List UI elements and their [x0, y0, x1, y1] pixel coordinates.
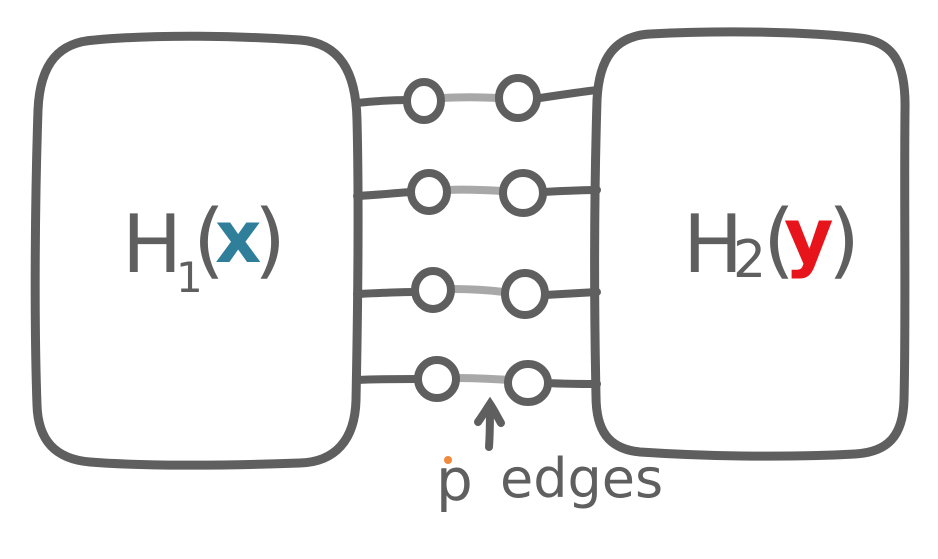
- up-arrow-icon: [474, 396, 505, 451]
- edge-1-left-wire: [353, 96, 412, 107]
- left-close-paren: ): [254, 193, 286, 288]
- variable-x: x: [215, 195, 261, 279]
- edge-4-right-node: [504, 360, 552, 406]
- edge-3-left-node: [411, 267, 455, 313]
- edge-2-right-node: [499, 169, 547, 217]
- edge-3-right-wire: [541, 288, 601, 299]
- edge-2-right-wire: [539, 186, 601, 196]
- edge-4-left-node: [414, 356, 460, 402]
- edge-3-left-wire: [353, 288, 418, 298]
- right-box: H 2 ( y ): [590, 27, 910, 461]
- edge-1-left-node: [403, 78, 445, 124]
- edge-4-bond: [451, 374, 514, 384]
- left-box: H 1 ( x ): [30, 31, 363, 470]
- orange-dot: [444, 456, 452, 464]
- edge-4-left-wire: [353, 375, 422, 384]
- right-box-label: H 2 ( y ): [683, 191, 860, 291]
- edge-2-bond: [443, 185, 506, 195]
- right-close-paren: ): [828, 193, 860, 288]
- annotation-symbol: p: [436, 446, 473, 514]
- variable-y: y: [784, 191, 834, 280]
- edge-1: [353, 74, 601, 124]
- left-subscript: 1: [176, 253, 203, 302]
- annotation: p edges: [436, 396, 663, 514]
- right-subscript: 2: [733, 230, 766, 290]
- annotation-label: edges: [500, 447, 663, 510]
- edge-3-right-node: [501, 269, 549, 319]
- edge-2: [353, 169, 601, 217]
- left-letter-h: H: [122, 198, 182, 291]
- right-open-paren: (: [763, 193, 795, 288]
- left-open-paren: (: [193, 193, 225, 288]
- edge-1-bond: [436, 93, 502, 102]
- right-box-outline: [590, 27, 910, 461]
- edge-3: [353, 267, 601, 319]
- edge-3-bond: [447, 285, 508, 296]
- right-letter-h: H: [683, 198, 743, 291]
- edge-4: [353, 356, 601, 406]
- edge-2-left-node: [407, 169, 451, 215]
- edge-1-right-wire: [536, 86, 601, 102]
- edge-4-right-wire: [543, 379, 601, 388]
- left-box-label: H 1 ( x ): [122, 193, 286, 302]
- edge-2-left-wire: [353, 188, 414, 200]
- edge-1-right-node: [495, 74, 541, 122]
- left-box-outline: [30, 31, 363, 470]
